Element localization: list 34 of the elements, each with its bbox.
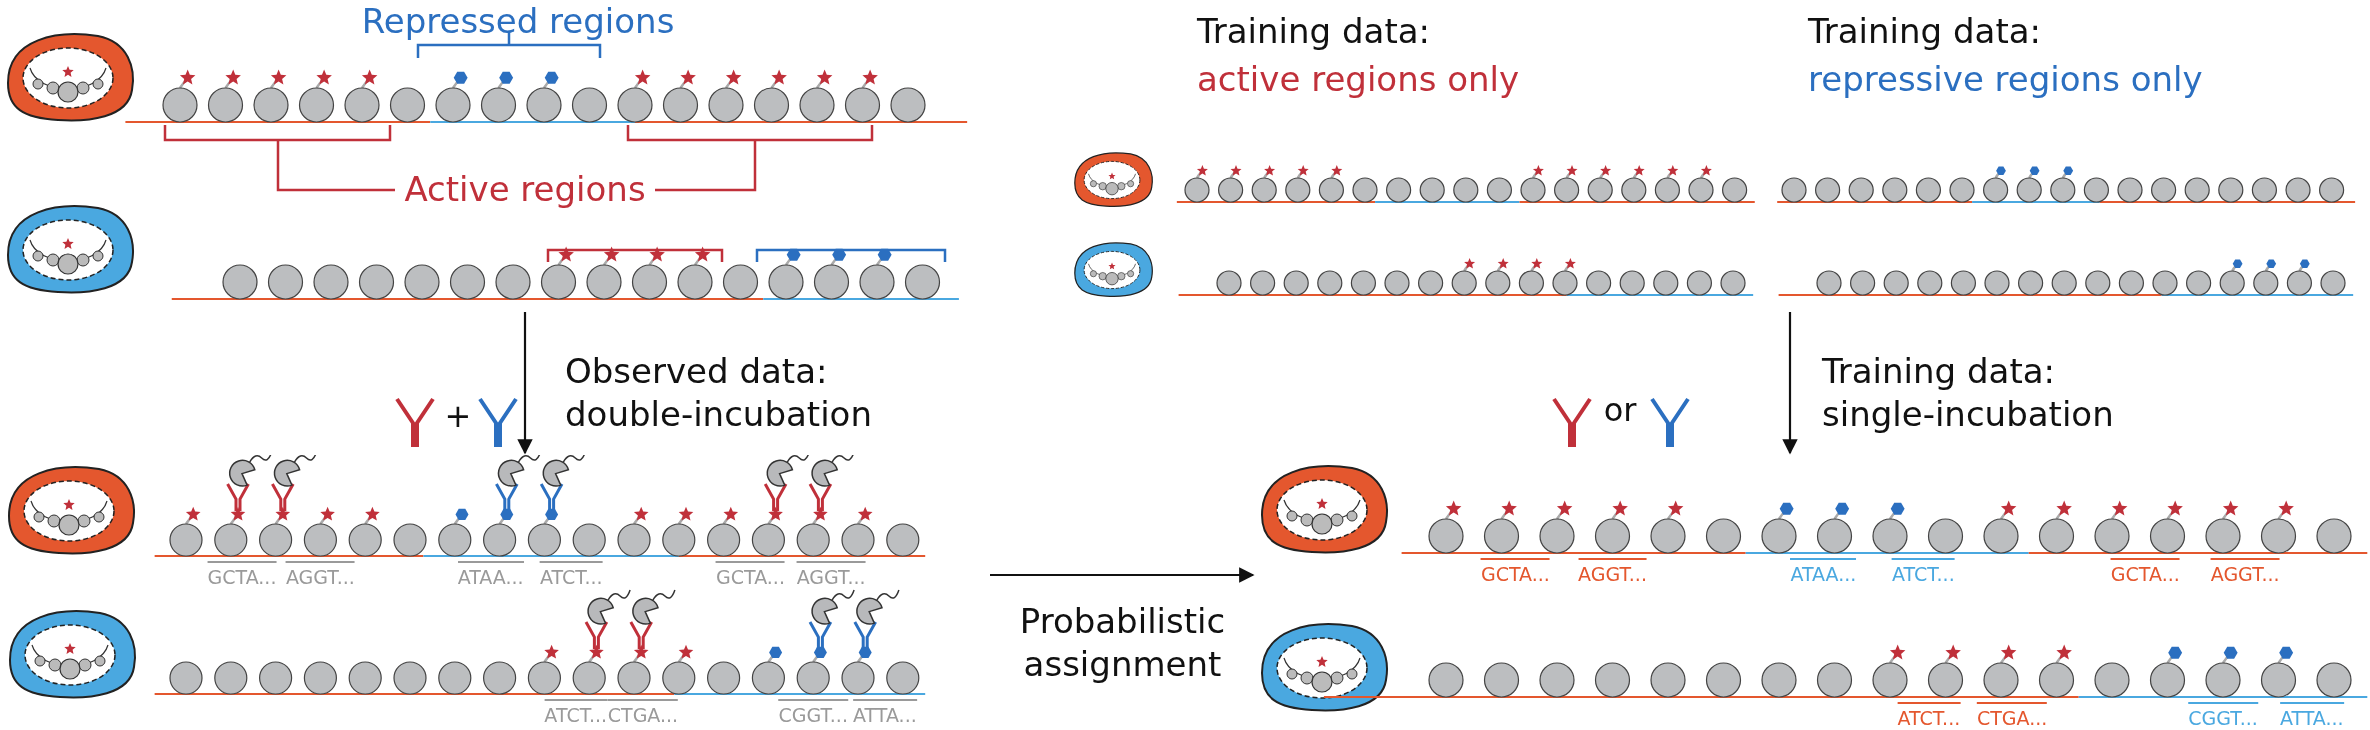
sequence-label: GCTA...: [1480, 558, 1550, 585]
arrow: [1782, 312, 1798, 455]
arrow: [517, 312, 533, 455]
sequence-label: GCTA...: [716, 561, 785, 588]
sequence-label: ATCT...: [1897, 702, 1961, 729]
edge-label: Observed data: double-incubation: [565, 350, 873, 435]
sequence-label: ATAA...: [1790, 558, 1857, 585]
text-label: repressive regions only: [1808, 60, 2203, 100]
text-label: Training data:: [1197, 12, 1430, 52]
edge-label: Probabilistic assignment: [1018, 600, 1227, 685]
text-label: active regions only: [1197, 60, 1520, 100]
plus-sign: +: [444, 398, 472, 435]
sequence-label: CGGT...: [778, 699, 848, 726]
arrow: [990, 567, 1255, 583]
text-label: Active regions: [404, 170, 646, 210]
sequence-label: ATTA...: [853, 699, 917, 726]
edge-label: Training data: single-incubation: [1822, 350, 2115, 435]
sequence-label: GCTA...: [2110, 558, 2180, 585]
sequence-label: ATAA...: [457, 561, 524, 588]
sequence-label: ATCT...: [539, 561, 603, 588]
sequence-label: AGGT...: [2210, 558, 2280, 585]
sequence-label: CTGA...: [1976, 702, 2048, 729]
sequence-label: CGGT...: [2188, 702, 2258, 729]
sequence-label: AGGT...: [285, 561, 355, 588]
sequence-label: CTGA...: [607, 699, 679, 726]
sequence-label: GCTA...: [207, 561, 277, 588]
text-label: or: [1603, 392, 1637, 429]
sequence-label: ATCT...: [544, 699, 608, 726]
sequence-label: AGGT...: [796, 561, 866, 588]
sequence-label: AGGT...: [1578, 558, 1647, 585]
text-label: Repressed regions: [361, 2, 675, 42]
text-label: Training data:: [1808, 12, 2041, 52]
sequence-label: ATTA...: [2279, 702, 2344, 729]
sequence-label: ATCT...: [1891, 558, 1955, 585]
